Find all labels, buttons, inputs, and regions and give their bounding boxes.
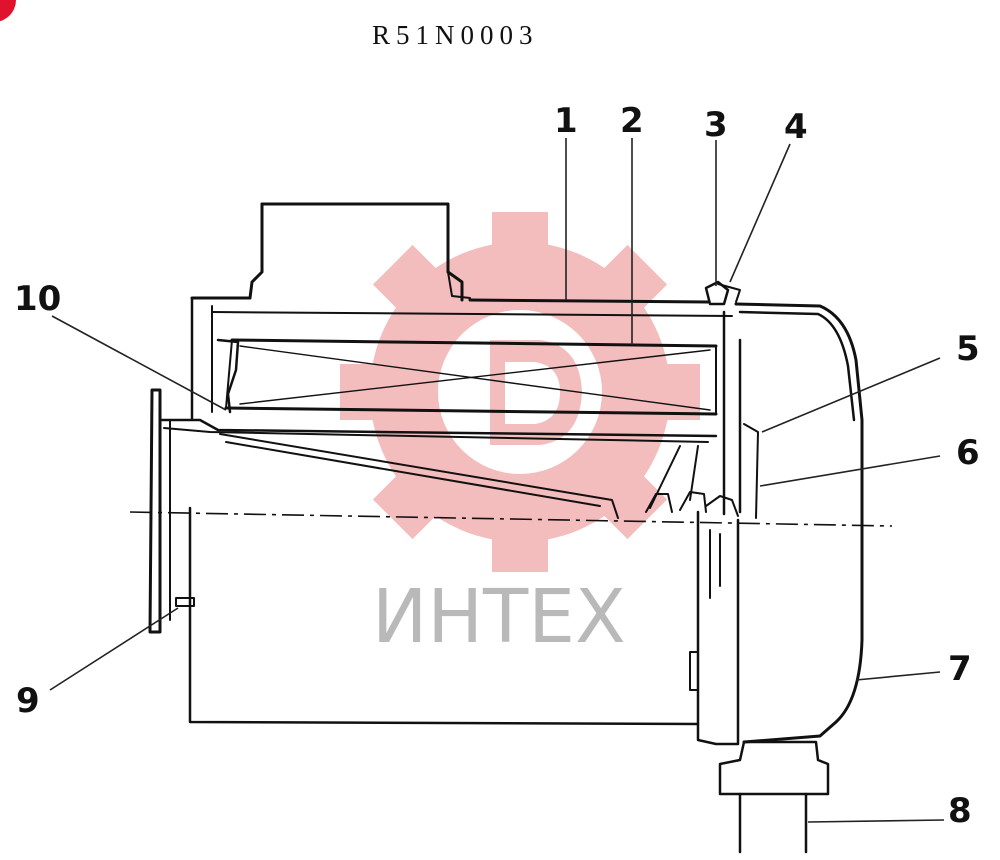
dust-cup	[734, 302, 864, 744]
flange-bolt	[175, 597, 195, 607]
callout-7: 7	[948, 649, 972, 689]
watermark-gear-logo	[340, 212, 700, 572]
element-seal	[216, 338, 240, 414]
callout-1: 1	[554, 101, 578, 141]
watermark-text: ИНТЕХ	[372, 574, 626, 660]
leader-8	[807, 819, 945, 823]
assembly-drawing	[129, 202, 893, 854]
leader-9	[49, 607, 179, 691]
document-code: R51N0003	[372, 20, 539, 50]
callout-4: 4	[784, 107, 808, 147]
callout-8: 8	[948, 791, 972, 831]
leader-4	[729, 143, 791, 283]
callout-3: 3	[704, 105, 728, 145]
mounting-flange	[148, 388, 162, 634]
leader-5	[761, 357, 941, 433]
deflector-plate	[219, 433, 619, 519]
callout-9: 9	[16, 681, 40, 721]
clamp-parts	[645, 491, 739, 517]
center-line	[129, 511, 893, 527]
leader-7	[855, 671, 941, 681]
callout-2: 2	[620, 101, 644, 141]
evacuator-valve	[718, 740, 830, 796]
leader-6	[759, 455, 941, 487]
filter-element	[230, 338, 718, 348]
corner-mark	[0, 0, 16, 22]
latch	[717, 283, 741, 303]
dust-cup-inner	[743, 423, 759, 519]
baffle-plate	[160, 418, 718, 438]
callout-6: 6	[956, 433, 980, 473]
callout-10: 10	[14, 279, 61, 319]
callout-labels: 1 2 3 4 5 6 7 8 9 10	[14, 101, 980, 831]
leader-10	[51, 315, 227, 411]
lower-housing	[188, 506, 700, 726]
callout-5: 5	[956, 329, 980, 369]
leader-lines	[49, 138, 945, 823]
